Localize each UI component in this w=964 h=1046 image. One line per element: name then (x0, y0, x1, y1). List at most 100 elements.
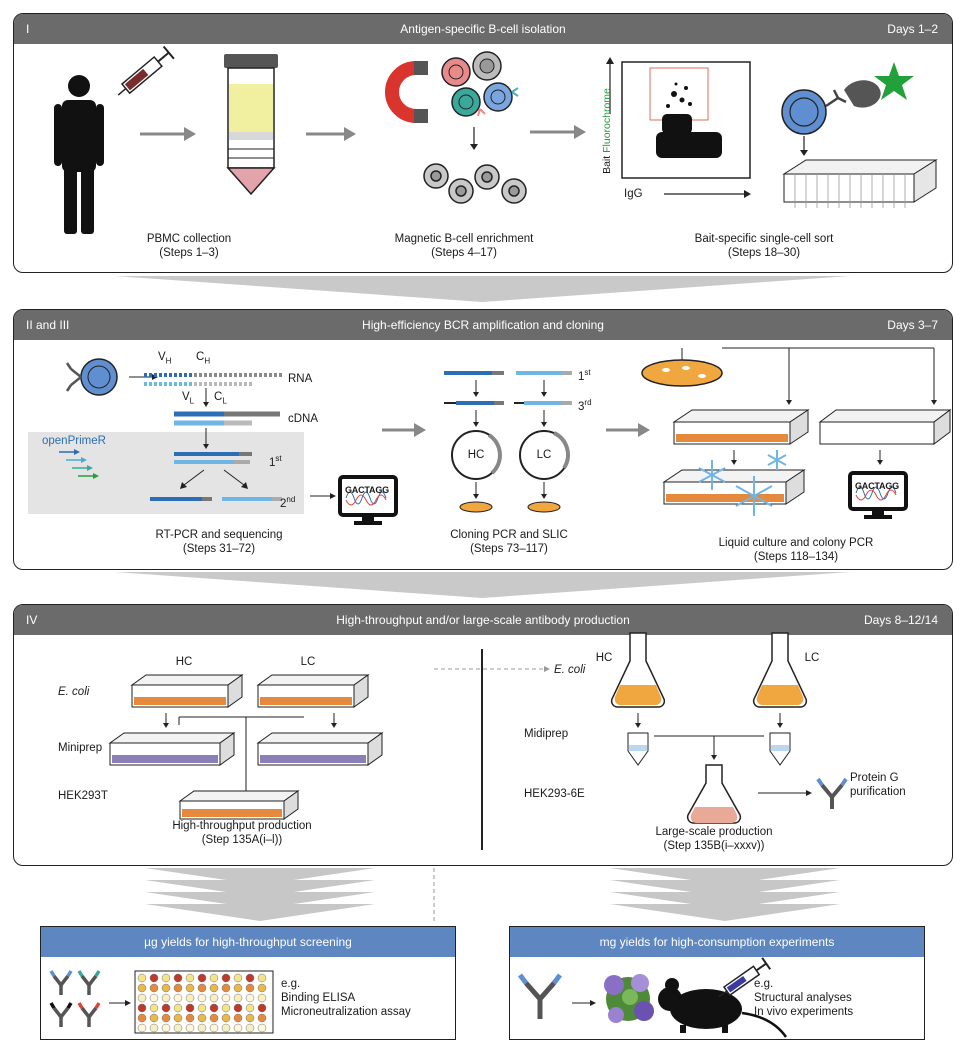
facs-ylabel-b: Fluorochrome (601, 88, 613, 153)
elisa-well (149, 973, 159, 983)
chevron-arrow-2 (115, 572, 850, 598)
example-line: Binding ELISA (281, 992, 356, 1004)
elisa-well (185, 983, 195, 993)
primer-arrows-icon (59, 449, 99, 479)
elisa-well (197, 973, 207, 983)
protein-structure-icon (604, 974, 654, 1023)
culture-graphic (641, 347, 952, 519)
step-sort: Bait-specific single-cell sort (Steps 18… (654, 232, 874, 260)
facs-ylabel: Bait Fluorochrome (600, 86, 614, 176)
lc-plasmid-label: LC (536, 449, 552, 461)
elisa-well (233, 983, 243, 993)
experiments-examples: e.g. Structural analyses In vivo experim… (754, 977, 853, 1019)
arrow-down-icon (800, 136, 808, 156)
step-range: (Steps 31–72) (182, 543, 256, 555)
arrow-icon (382, 423, 426, 437)
pcr-round-suffix: st (275, 454, 282, 463)
elisa-well (257, 1003, 267, 1013)
elisa-well (173, 1023, 183, 1033)
hc-label-left: HC (175, 656, 193, 668)
agar-plate-icon (641, 359, 723, 387)
facs-ylabel-a: Bait (601, 155, 613, 174)
elisa-well (173, 993, 183, 1003)
panel-number: II and III (26, 318, 70, 332)
lc-tube-icon (769, 732, 791, 766)
step-range: (Steps 4–17) (431, 247, 497, 259)
facs-xlabel: IgG (624, 188, 643, 200)
panel-production: IV High-throughput and/or large-scale an… (13, 604, 953, 866)
chevron-arrow-1 (115, 276, 850, 302)
elisa-well (221, 993, 231, 1003)
elisa-well (257, 973, 267, 983)
v-letter: V (182, 391, 190, 403)
elisa-well (185, 1023, 195, 1033)
panel-title: Antigen-specific B-cell isolation (400, 22, 566, 36)
experiments-graphics (518, 957, 788, 1038)
elisa-well (161, 1003, 171, 1013)
elisa-well (209, 1023, 219, 1033)
elisa-well (233, 1023, 243, 1033)
step-ht-production: High-throughput production (Step 135A(i–… (132, 819, 352, 847)
petri-dish-icon (459, 501, 493, 513)
hek293-6e-label: HEK293-6E (524, 788, 585, 800)
tube-icon (224, 54, 278, 196)
output-experiments: mg yields for high-consumption experimen… (509, 926, 925, 1040)
antibodies-icon (49, 970, 101, 1027)
cl-label: CL (214, 390, 227, 408)
elisa-well (161, 1013, 171, 1023)
hc-ecoli-plate-icon (130, 674, 244, 708)
seq-text-2: GACTAGG (855, 481, 899, 491)
hek-flask-icon (686, 764, 742, 824)
elisa-well (149, 993, 159, 1003)
seq-text: GACTAGG (345, 485, 389, 495)
example-line: In vivo experiments (754, 1006, 854, 1018)
panel-number: IV (26, 613, 38, 627)
step-culture: Liquid culture and colony PCR (Steps 118… (686, 536, 906, 564)
l-sub: L (189, 396, 195, 406)
step-name: Cloning PCR and SLIC (450, 529, 568, 541)
panel-header: IV High-throughput and/or large-scale an… (14, 605, 952, 635)
step-pbmc: PBMC collection (Steps 1–3) (89, 232, 289, 260)
elisa-well (185, 993, 195, 1003)
arrow-down-icon (203, 388, 209, 407)
panel-amplification: II and III High-efficiency BCR amplifica… (13, 309, 953, 570)
cloning-first-label: 1st (578, 366, 591, 384)
pcr-round: 3 (578, 400, 585, 413)
elisa-well (209, 1003, 219, 1013)
monitor-icon (338, 475, 398, 525)
arrow-icon (572, 1000, 596, 1006)
elisa-well (173, 1003, 183, 1013)
pcr-round-suffix: rd (584, 398, 592, 407)
lc-ecoli-plate-icon (256, 674, 370, 708)
antibody-icon (816, 777, 848, 809)
chevron-stack-left (145, 868, 375, 921)
openprimer-label: openPrimeR (42, 435, 106, 447)
bcell-icon (65, 358, 118, 396)
hek293t-label: HEK293T (58, 790, 108, 802)
elisa-well (149, 1023, 159, 1033)
elisa-well (197, 1013, 207, 1023)
pcr-plate-icon (819, 421, 935, 445)
elisa-well (149, 1003, 159, 1013)
elisa-well (197, 993, 207, 1003)
monitor-icon (848, 471, 908, 519)
elisa-well (209, 1013, 219, 1023)
pcr-round-suffix: nd (286, 495, 296, 504)
ch-label: CH (196, 350, 210, 368)
elisa-well (245, 983, 255, 993)
elisa-well (245, 973, 255, 983)
step-name: Bait-specific single-cell sort (694, 233, 834, 245)
elisa-well (197, 983, 207, 993)
well-plate-icon (782, 159, 938, 208)
pcr-round: 1 (269, 456, 276, 469)
h-sub: H (204, 356, 211, 366)
panel-number: I (26, 22, 30, 36)
rna-label: RNA (288, 373, 313, 385)
panel-days: Days 1–2 (887, 22, 938, 36)
elisa-well (185, 1003, 195, 1013)
petri-dish-icon (527, 501, 561, 513)
example-line: Microneutralization assay (281, 1006, 411, 1018)
panel-header: I Antigen-specific B-cell isolation Days… (14, 14, 952, 44)
snowflake-icon (698, 450, 787, 516)
elisa-well (137, 1023, 147, 1033)
